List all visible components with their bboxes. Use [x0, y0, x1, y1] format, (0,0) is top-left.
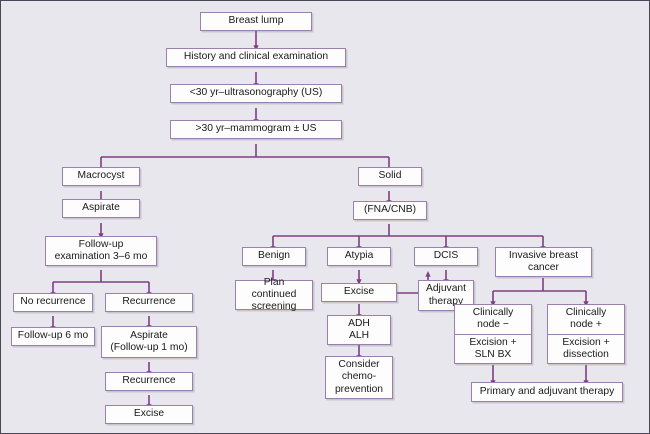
- node-negative-title: Clinically node −: [455, 305, 531, 335]
- node-invasive-breast-cancer[interactable]: Invasive breast cancer: [495, 247, 592, 277]
- node-excise-atypia[interactable]: Excise: [321, 283, 397, 302]
- node-followup-exam[interactable]: Follow-up examination 3–6 mo: [45, 236, 157, 266]
- node-positive-treatment: Excision + dissection: [562, 336, 610, 360]
- node-fna-cnb[interactable]: (FNA/CNB): [353, 201, 427, 220]
- node-positive-title: Clinically node +: [548, 305, 624, 335]
- node-label: Adjuvant therapy: [425, 283, 467, 307]
- node-recurrence-2[interactable]: Recurrence: [105, 372, 193, 391]
- node-dcis[interactable]: DCIS: [414, 247, 478, 266]
- node-label: Excise: [133, 408, 165, 420]
- node-clinically-node-negative[interactable]: Clinically node − Excision + SLN BX: [454, 304, 532, 364]
- node-label: Recurrence: [122, 375, 176, 387]
- node-label: Recurrence: [122, 296, 176, 308]
- node-excise-cyst[interactable]: Excise: [105, 405, 193, 424]
- node-label: Solid: [378, 170, 402, 182]
- node-breast-lump[interactable]: Breast lump: [200, 12, 312, 31]
- node-followup-6mo[interactable]: Follow-up 6 mo: [11, 327, 95, 346]
- node-history-exam[interactable]: History and clinical examination: [166, 48, 346, 67]
- node-label: Macrocyst: [77, 170, 125, 182]
- node-label: Aspirate: [82, 202, 120, 214]
- node-aspirate[interactable]: Aspirate: [62, 199, 140, 218]
- node-label: No recurrence: [20, 296, 86, 308]
- node-label: History and clinical examination: [183, 51, 329, 63]
- node-label: ADH ALH: [348, 317, 370, 341]
- node-label: Consider chemo- prevention: [334, 359, 384, 395]
- node-plan-screening[interactable]: Plan continued screening: [235, 277, 313, 312]
- node-clinically-node-positive[interactable]: Clinically node + Excision + dissection: [547, 304, 625, 364]
- node-label: >30 yr–mammogram ± US: [195, 123, 317, 135]
- node-over-30-mammogram[interactable]: >30 yr–mammogram ± US: [170, 120, 342, 139]
- node-label: Plan continued screening: [251, 276, 297, 313]
- node-adh-alh[interactable]: ADH ALH: [327, 315, 391, 345]
- node-label: <30 yr–ultrasonography (US): [189, 87, 323, 99]
- node-negative-treatment: Excision + SLN BX: [469, 336, 517, 360]
- node-label: (FNA/CNB): [363, 204, 417, 216]
- node-macrocyst[interactable]: Macrocyst: [62, 167, 140, 186]
- node-label: Benign: [257, 250, 291, 262]
- node-label: Excise: [343, 286, 375, 298]
- node-label: Atypia: [344, 250, 374, 262]
- node-label: Breast lump: [228, 15, 284, 27]
- node-atypia[interactable]: Atypia: [327, 247, 391, 266]
- node-benign[interactable]: Benign: [242, 247, 306, 266]
- node-label: Aspirate (Follow-up 1 mo): [110, 329, 188, 353]
- node-solid[interactable]: Solid: [358, 167, 422, 186]
- node-label: Follow-up examination 3–6 mo: [54, 238, 148, 262]
- node-primary-adjuvant-therapy[interactable]: Primary and adjuvant therapy: [471, 382, 623, 402]
- node-consider-chemoprevention[interactable]: Consider chemo- prevention: [325, 356, 393, 399]
- node-label: Invasive breast cancer: [508, 249, 579, 273]
- node-recurrence-1[interactable]: Recurrence: [105, 293, 193, 312]
- node-label: Follow-up 6 mo: [17, 330, 89, 342]
- node-under-30-us[interactable]: <30 yr–ultrasonography (US): [170, 84, 342, 103]
- node-label: Primary and adjuvant therapy: [479, 385, 615, 397]
- node-label: DCIS: [433, 250, 459, 262]
- node-no-recurrence[interactable]: No recurrence: [13, 293, 93, 312]
- node-aspirate-followup-1mo[interactable]: Aspirate (Follow-up 1 mo): [101, 326, 197, 358]
